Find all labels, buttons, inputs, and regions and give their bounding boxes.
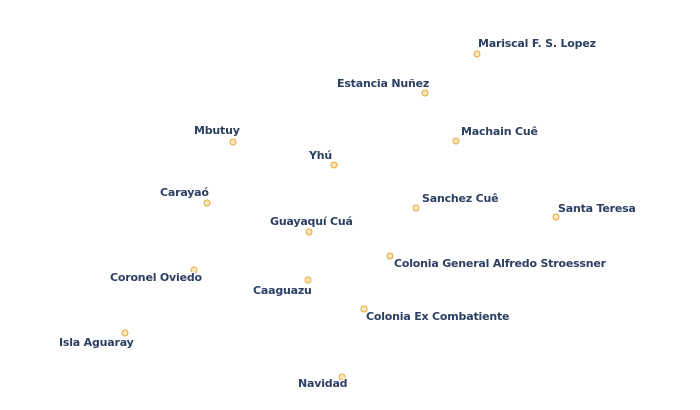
place-label-carayao[interactable]: Carayaó	[160, 186, 209, 199]
place-marker-estancia[interactable]	[421, 89, 429, 97]
place-label-santa-teresa[interactable]: Santa Teresa	[558, 202, 636, 215]
place-marker-caaguazu[interactable]	[304, 276, 312, 284]
place-marker-machain[interactable]	[452, 137, 460, 145]
place-label-coronel[interactable]: Coronel Oviedo	[110, 271, 202, 284]
place-marker-colonia-gas[interactable]	[386, 252, 394, 260]
place-label-mbutuy[interactable]: Mbutuy	[194, 124, 240, 137]
place-marker-carayao[interactable]	[203, 199, 211, 207]
place-label-caaguazu[interactable]: Caaguazu	[253, 284, 312, 297]
place-label-guayaqui[interactable]: Guayaquí Cuá	[270, 215, 353, 228]
place-label-colonia-gas[interactable]: Colonia General Alfredo Stroessner	[394, 257, 606, 270]
place-marker-santa-teresa[interactable]	[552, 213, 560, 221]
place-label-mariscal[interactable]: Mariscal F. S. Lopez	[478, 37, 596, 50]
place-label-colonia-ex[interactable]: Colonia Ex Combatiente	[366, 310, 510, 323]
place-marker-yhu[interactable]	[330, 161, 338, 169]
place-marker-sanchez[interactable]	[412, 204, 420, 212]
place-marker-mariscal[interactable]	[473, 50, 481, 58]
place-marker-guayaqui[interactable]	[305, 228, 313, 236]
place-marker-navidad[interactable]	[338, 373, 346, 381]
place-label-isla[interactable]: Isla Aguaray	[59, 336, 134, 349]
place-marker-coronel[interactable]	[190, 266, 198, 274]
place-marker-colonia-ex[interactable]	[360, 305, 368, 313]
place-marker-isla[interactable]	[121, 329, 129, 337]
place-label-sanchez[interactable]: Sanchez Cuê	[422, 192, 499, 205]
place-marker-mbutuy[interactable]	[229, 138, 237, 146]
place-label-yhu[interactable]: Yhú	[309, 149, 333, 162]
place-label-estancia[interactable]: Estancia Nuñez	[337, 77, 430, 90]
place-label-machain[interactable]: Machain Cuê	[461, 125, 538, 138]
place-label-navidad[interactable]: Navidad	[298, 377, 348, 390]
